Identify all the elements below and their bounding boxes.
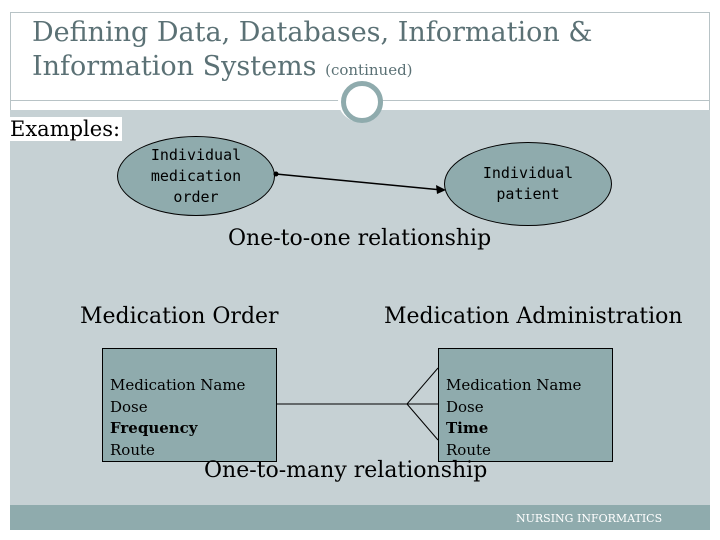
one-to-one-connector [275, 173, 443, 191]
title-suffix: (continued) [325, 61, 413, 79]
crows-foot-upper [406, 367, 439, 405]
footer-text: NURSING INFORMATICS [516, 512, 663, 525]
examples-label: Examples: [8, 117, 123, 141]
field-dose: Dose [446, 397, 484, 416]
field-route: Route [446, 440, 491, 459]
field-dose: Dose [110, 397, 148, 416]
entity-line: Individual [150, 145, 242, 164]
field-medication-name: Medication Name [110, 376, 246, 394]
medication-order-table: Medication Name Dose Frequency Route [102, 348, 277, 462]
entity-line: Individual [482, 164, 574, 182]
field-time: Time [446, 419, 489, 437]
arrowhead-icon [436, 185, 446, 194]
footer-bar [10, 505, 710, 530]
medication-order-heading: Medication Order [80, 304, 279, 329]
entity-line: patient [496, 185, 560, 203]
slide-title: Defining Data, Databases, Information & … [32, 16, 672, 87]
entity-individual-medication-order: Individual medication order [117, 136, 275, 216]
entity-line: medication [150, 166, 242, 185]
one-to-many-caption: One-to-many relationship [204, 458, 488, 483]
one-to-one-caption: One-to-one relationship [228, 226, 492, 251]
entity-individual-patient: Individual patient [444, 142, 612, 226]
field-medication-name: Medication Name [446, 376, 582, 394]
field-route: Route [110, 440, 155, 459]
entity-line: order [173, 187, 219, 206]
medication-administration-heading: Medication Administration [384, 304, 683, 329]
medication-administration-table: Medication Name Dose Time Route [438, 348, 613, 462]
crows-foot-lower [406, 403, 439, 441]
ring-icon [341, 81, 383, 123]
field-frequency: Frequency [110, 419, 198, 437]
title-main: Defining Data, Databases, Information & … [32, 17, 593, 82]
